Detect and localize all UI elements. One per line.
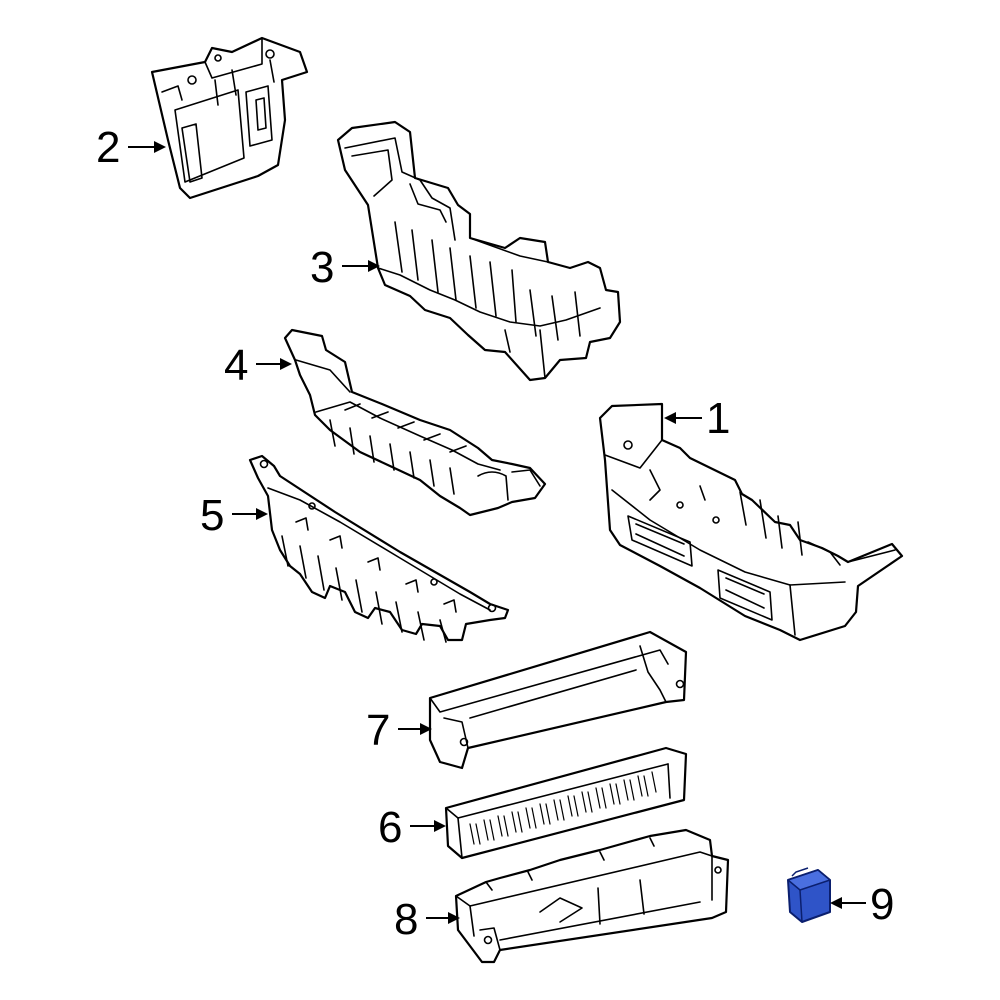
callout-4: 4 <box>224 341 292 390</box>
callout-number-3: 3 <box>310 243 334 292</box>
part-7-cover-rail[interactable] <box>428 630 688 770</box>
part-1-tray[interactable] <box>598 402 904 642</box>
callout-2: 2 <box>96 123 166 172</box>
callout-5: 5 <box>200 491 268 540</box>
callout-6: 6 <box>378 803 446 852</box>
callout-9: 9 <box>830 880 894 929</box>
callout-number-1: 1 <box>706 394 730 443</box>
part-4-carrier[interactable] <box>283 328 547 517</box>
part-6-fuse-strip[interactable] <box>444 746 688 860</box>
part-5-terminal-strip[interactable] <box>248 454 510 643</box>
callout-7: 7 <box>366 706 432 755</box>
callout-number-8: 8 <box>394 895 418 944</box>
callout-number-5: 5 <box>200 491 224 540</box>
callout-8: 8 <box>394 895 460 944</box>
part-3-housing[interactable] <box>336 120 622 382</box>
callout-3: 3 <box>310 243 380 292</box>
part-8-bottom-rail[interactable] <box>454 828 730 964</box>
callout-1: 1 <box>664 394 730 443</box>
callout-number-4: 4 <box>224 341 248 390</box>
callout-number-7: 7 <box>366 706 390 755</box>
part-9-relay[interactable] <box>787 867 831 923</box>
callout-number-9: 9 <box>870 880 894 929</box>
callout-number-2: 2 <box>96 123 120 172</box>
callout-number-6: 6 <box>378 803 402 852</box>
part-2-bracket[interactable] <box>150 36 309 200</box>
